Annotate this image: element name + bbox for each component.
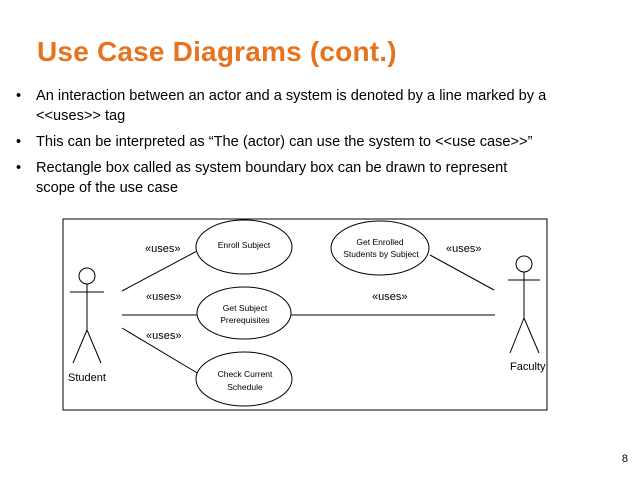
bullet-marker: •	[16, 134, 22, 150]
uses-label: «uses»	[145, 243, 180, 255]
actor-label-faculty: Faculty	[510, 361, 546, 373]
bullet-line: This can be interpreted as “The (actor) …	[36, 134, 533, 150]
use-case-get-enrolled-students	[330, 220, 430, 276]
use-case-check-schedule	[195, 351, 293, 407]
bullet-item: • This can be interpreted as “The (actor…	[14, 132, 614, 152]
use-case-label: Get Subject	[223, 303, 268, 313]
use-case-get-prerequisites	[196, 286, 292, 340]
bullet-line: Rectangle box called as system boundary …	[36, 160, 508, 176]
uses-label: «uses»	[372, 291, 407, 303]
faculty-actor-icon	[508, 255, 540, 354]
use-case-enroll-subject	[195, 219, 293, 275]
student-actor-icon	[70, 267, 104, 364]
use-case-label: Prerequisites	[220, 315, 270, 325]
use-case-label: Students by Subject	[343, 249, 419, 259]
association-line-student-enroll	[121, 250, 198, 292]
uses-label: «uses»	[146, 291, 181, 303]
bullet-item: • Rectangle box called as system boundar…	[14, 158, 614, 198]
bullet-line: An interaction between an actor and a sy…	[36, 88, 547, 104]
bullet-line: scope of the use case	[36, 180, 178, 196]
uses-label: «uses»	[446, 243, 481, 255]
association-line-student-schedule	[121, 327, 200, 375]
use-case-label: Check Current	[218, 369, 273, 379]
association-line-faculty-enrolled	[429, 254, 495, 291]
uses-label: «uses»	[146, 330, 181, 342]
page-number: 8	[621, 453, 628, 465]
system-boundary-box	[62, 218, 548, 411]
bullet-line: <<uses>> tag	[36, 108, 126, 124]
use-case-label: Schedule	[227, 382, 263, 392]
bullet-marker: •	[16, 88, 22, 104]
use-case-label: Get Enrolled	[356, 237, 404, 247]
use-case-label: Enroll Subject	[218, 240, 271, 250]
actor-label-student: Student	[68, 372, 106, 384]
bullet-list: • An interaction between an actor and a …	[14, 86, 614, 204]
slide-title: Use Case Diagrams (cont.)	[37, 36, 397, 67]
bullet-marker: •	[16, 160, 22, 176]
bullet-item: • An interaction between an actor and a …	[14, 86, 614, 126]
